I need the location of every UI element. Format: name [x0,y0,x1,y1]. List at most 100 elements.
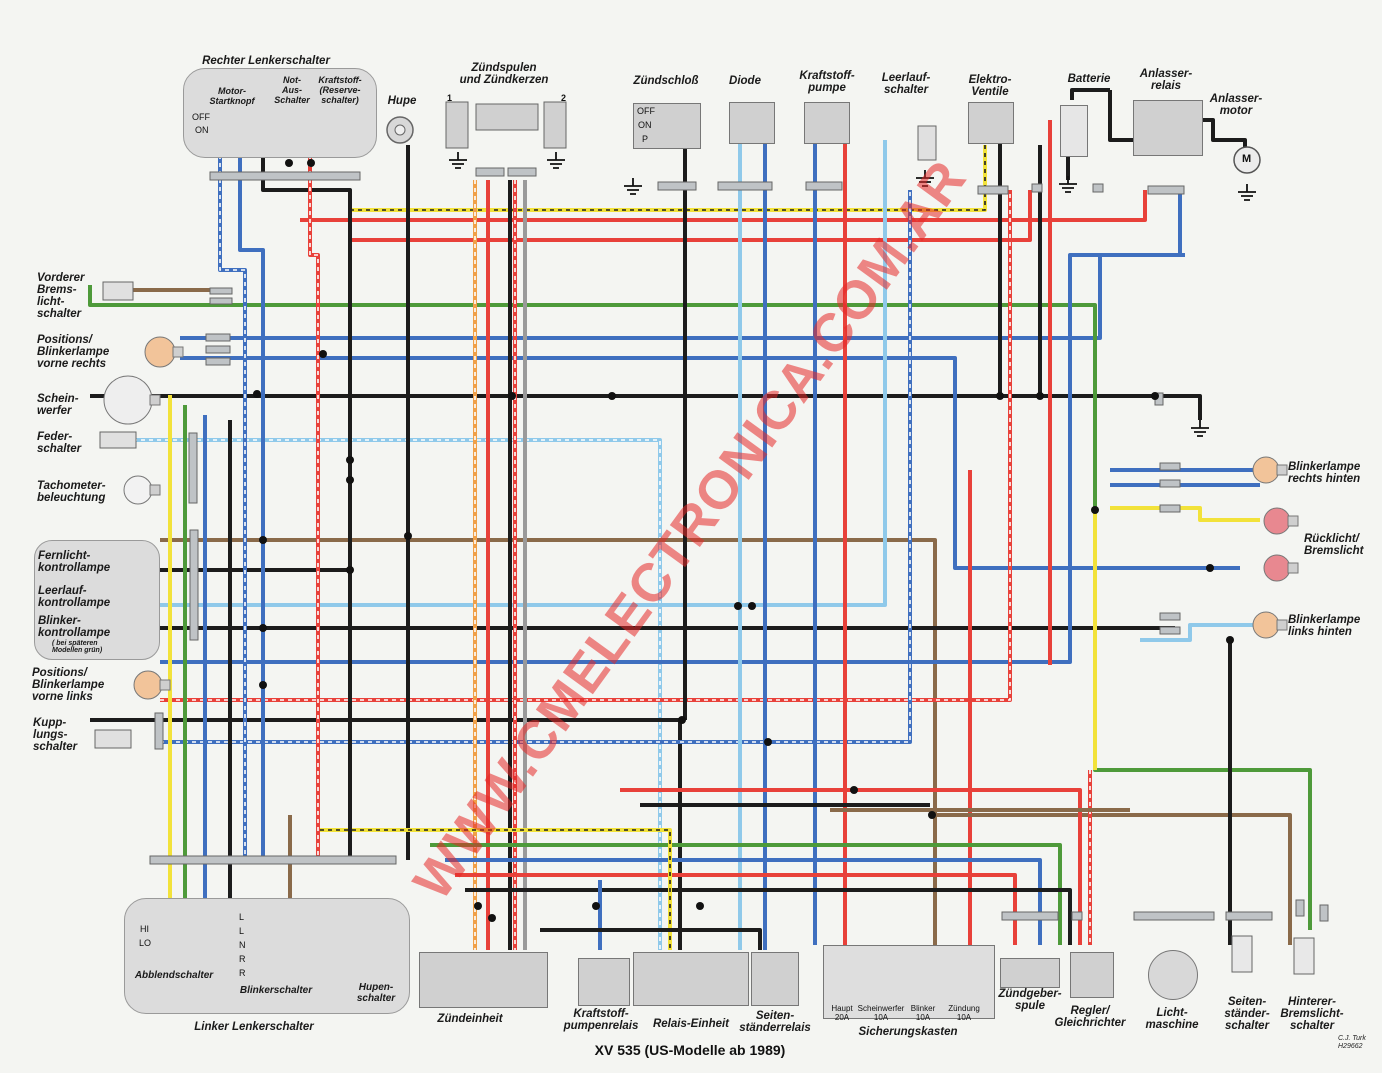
wire-black [1108,90,1135,142]
battery-label: Batterie [1067,73,1111,85]
fuel-pump-body [804,102,850,144]
connector [209,297,233,305]
lamp-base [149,484,161,496]
wire-blue [160,190,912,744]
ground-symbol [449,152,467,169]
connector [1159,612,1181,621]
starter-relay-body [1133,100,1203,156]
right-handlebar-switch-panel [183,68,377,158]
starter-motor [1233,146,1261,174]
turn-switch-label: Blinkerschalter [239,985,313,996]
high-beam-indicator-label: Fernlicht- kontrollampe [38,550,111,574]
turn-r2-label: R [239,968,246,978]
wire-black [261,155,352,860]
wire-red [350,190,1032,242]
pickup-coil-label: Zündgeber- spule [998,988,1062,1012]
wire-green [88,298,1312,930]
junction-dot [285,159,293,167]
ignition-switch-body [633,103,701,149]
wire-yellow [1110,506,1260,522]
junction-dot [259,536,267,544]
ground-symbol [1238,184,1256,201]
starter-motor-label: Anlasser- motor [1209,93,1263,117]
neutral-switch-label: Leerlauf- schalter [881,72,931,96]
lamp-bulb [1252,611,1280,639]
wire-black [1200,118,1247,150]
junction-dot [307,159,315,167]
junction-dot [1091,506,1099,514]
relay-unit-body [633,952,749,1006]
wire-stripe [160,190,911,743]
connector [209,171,361,181]
lamp-bulb [1263,554,1291,582]
lamp-bulb [1252,456,1280,484]
lamp-base [172,346,184,358]
pickup-coil-body [1000,958,1060,988]
dimmer-hi-label: HI [140,924,149,934]
ignition-unit-label: Zündeinheit [437,1013,503,1025]
rear-brake-switch-label: Hinterer- Bremslicht- schalter [1280,996,1344,1032]
horn-switch-label: Hupen- schalter [356,982,396,1004]
right-handlebar-switch-label: Rechter Lenkerschalter [202,55,330,67]
ignition-coil-1 [445,101,469,149]
lamp-bulb [103,375,153,425]
wire-stripe [125,439,661,950]
ignition-unit-body [419,952,548,1008]
junction-dot [696,902,704,910]
spring-switch-label: Feder- schalter [37,431,82,455]
connector [1295,899,1305,917]
fuel-pump-relay-label: Kraftstoff- pumpenrelais [563,1008,639,1032]
connector [1133,911,1215,921]
diagram-title: XV 535 (US-Modelle ab 1989) [594,1042,786,1058]
coil-1-label: 1 [447,93,453,103]
junction-dot [608,392,616,400]
fuse-turn-label: Blinker 10A [910,1004,936,1022]
dimmer-switch-label: Abblendschalter [134,970,214,981]
speedometer-light-label: Tachometer- beleuchtung [37,480,106,504]
solenoid-valves-label: Elektro- Ventile [968,74,1012,98]
front-brake-switch-label: Vorderer Brems- licht- schalter [37,272,85,320]
junction-dot [1036,392,1044,400]
wire-stripe [350,145,986,211]
wire-lightblue [1140,623,1260,642]
coil-2-label: 2 [561,93,567,103]
wire-stripe [219,155,246,860]
ignition-coils-label: Zündspulen und Zündkerzen [459,62,549,86]
connector [977,185,1009,195]
wire-stripe [309,155,319,860]
dimmer-lo-label: LO [139,938,152,948]
front-left-turn-lamp-label: Positions/ Blinkerlampe vorne links [32,667,105,703]
wire-red [308,155,320,860]
fuse-ignition-label: Zündung 10A [948,1004,980,1022]
wire-black [540,928,762,950]
turn-indicator-note: ( bei späteren Modellen grün) [52,640,103,654]
connector [188,432,198,504]
ground-symbol [624,178,642,195]
connector [209,287,233,295]
rectifier-regulator-label: Regler/ Gleichrichter [1054,1005,1126,1029]
connector [1319,904,1329,922]
connector [149,855,397,865]
lamp-base [1276,619,1288,631]
connector [189,529,199,641]
ignition-coil-2 [543,101,567,149]
fuse-box-body [823,945,995,1019]
left-handlebar-switch-label: Linker Lenkerschalter [194,1021,314,1033]
horn-center [394,124,406,136]
neutral-indicator-label: Leerlauf- kontrollampe [38,585,111,609]
connector [475,167,505,177]
junction-dot [259,624,267,632]
ignition-on-label: ON [638,120,652,130]
wire-red [300,190,1147,222]
connector [1001,911,1059,921]
neutral-switch [917,125,937,161]
junction-dot [1151,392,1159,400]
wire-stripe [160,190,1011,701]
fuel-reserve-switch-label: Kraftstoff- (Reserve- schalter) [318,75,362,105]
turn-l-label: L [239,912,245,922]
junction-dot [996,392,1004,400]
clutch-switch-label: Kupp- lungs- schalter [33,717,78,753]
turn-indicator-label: Blinker- kontrollampe [38,615,111,639]
junction-dot [346,456,354,464]
diode-body [729,102,775,144]
